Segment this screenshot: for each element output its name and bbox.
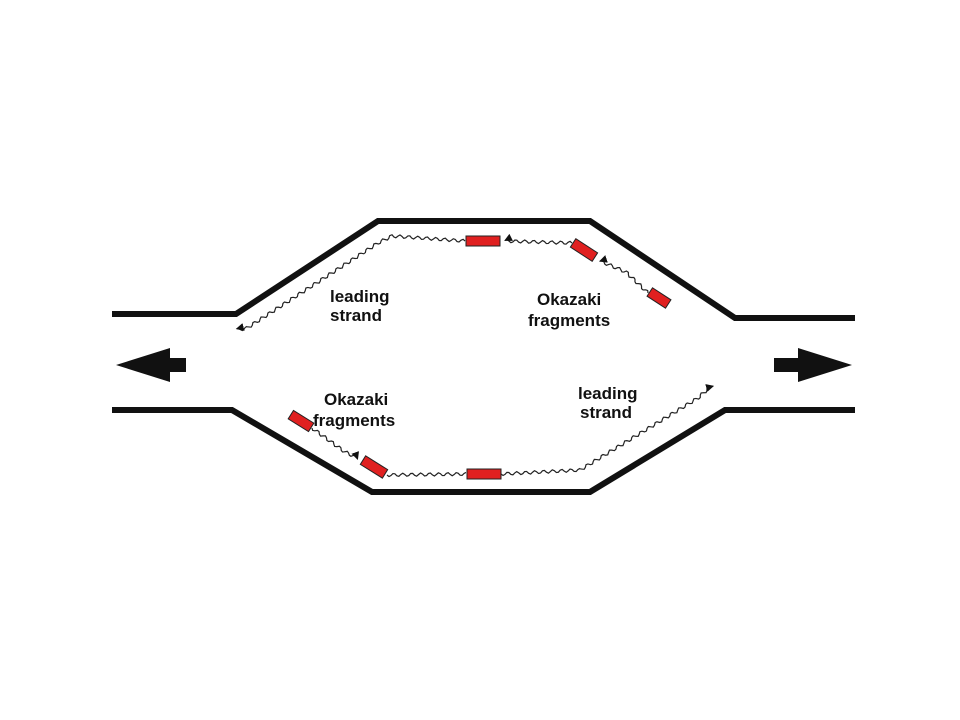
top-leading-strand-label: strand <box>330 306 382 325</box>
bottom-okazaki-fragment-new-dna <box>386 471 467 478</box>
top-primer-1 <box>465 235 501 247</box>
top-okazaki-fragment-new-dna <box>504 233 573 245</box>
arrow-left-icon <box>116 348 186 382</box>
top-primer-3 <box>646 287 672 309</box>
bottom-leading-strand-label: strand <box>580 403 632 422</box>
top-leading-strand-new-dna <box>235 234 466 332</box>
bottom-okazaki-fragments-label: Okazaki <box>324 390 388 409</box>
top-okazaki-fragments-label: fragments <box>528 311 610 330</box>
bottom-primer-3 <box>466 468 502 480</box>
bottom-primer-2 <box>359 455 389 479</box>
top-okazaki-fragments-label: Okazaki <box>537 290 601 309</box>
top-okazaki-fragment-new-dna <box>598 255 649 294</box>
bottom-okazaki-fragments-label: fragments <box>313 411 395 430</box>
bottom-parental-strand <box>112 407 855 495</box>
bottom-leading-strand-label: leading <box>578 384 638 403</box>
bottom-primer-1 <box>287 409 315 433</box>
top-leading-strand-label: leading <box>330 287 390 306</box>
top-primer-2 <box>569 238 599 262</box>
top-parental-strand <box>112 218 855 321</box>
arrow-right-icon <box>774 348 852 382</box>
bottom-okazaki-fragment-new-dna <box>311 427 359 460</box>
bottom-leading-strand-new-dna <box>500 384 715 477</box>
